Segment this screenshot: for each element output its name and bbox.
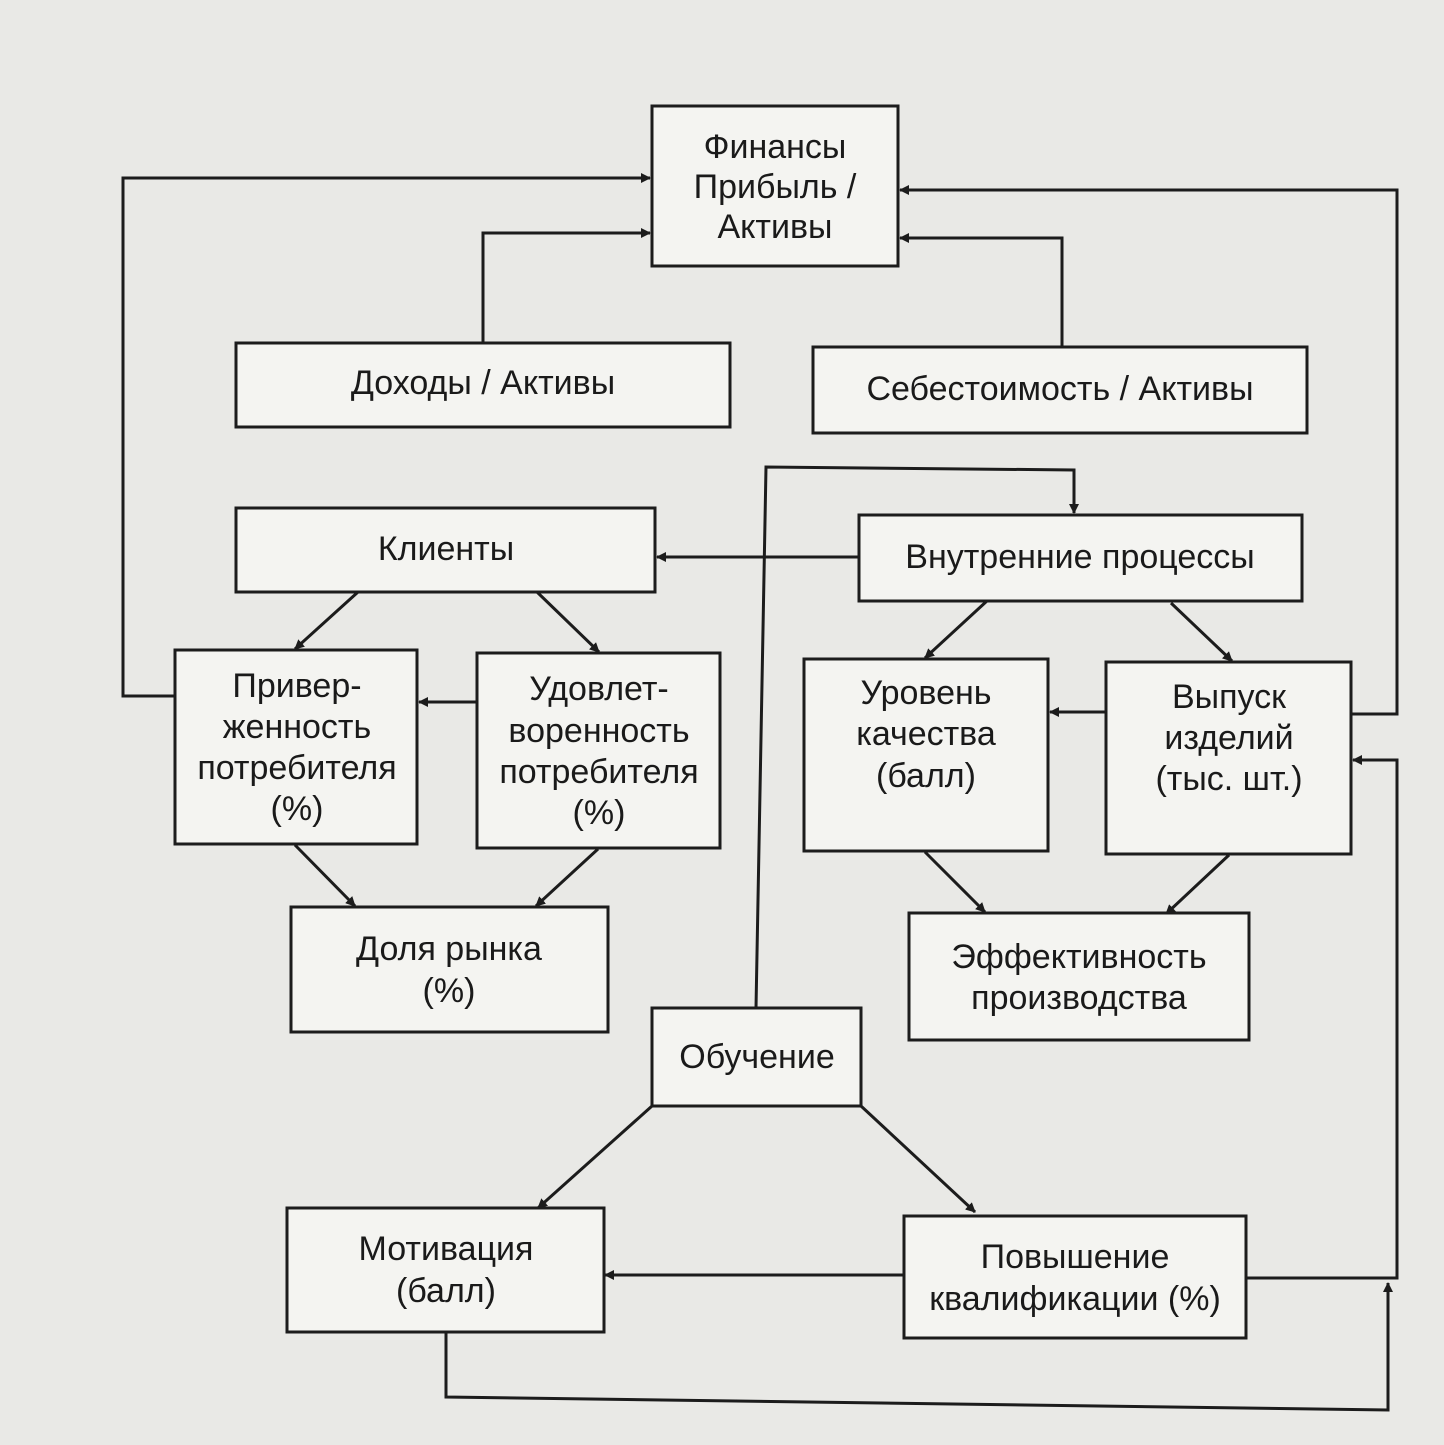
node-loyalty-line-1: Привер- [232, 667, 361, 705]
node-cost-line-1: Себестоимость / Активы [866, 370, 1253, 408]
node-efficiency: Эффективность производства [907, 911, 1251, 1042]
node-clients-box [234, 506, 657, 594]
node-share-line-2: (%) [423, 972, 476, 1010]
edge-learning-internal [754, 465, 1079, 1009]
node-satisfaction-line-2: воренность [508, 712, 689, 750]
edge-quality-efficiency [923, 850, 987, 914]
edge-clients-loyalty [293, 590, 360, 651]
node-finance: Финансы Прибыль / Активы [650, 104, 900, 268]
node-loyalty: Привер- женность потребителя (%) [173, 648, 419, 846]
node-qualification-line-2: квалификации (%) [929, 1280, 1221, 1318]
edge-learning-qualification [859, 1104, 977, 1214]
node-clients: Клиенты [234, 506, 657, 594]
node-cost-box [811, 345, 1309, 435]
node-efficiency-box [907, 911, 1251, 1042]
node-satisfaction-line-3: потребителя [499, 753, 698, 791]
node-income: Доходы / Активы [234, 341, 732, 429]
node-satisfaction-line-4: (%) [573, 794, 626, 832]
edge-qualification-output [1247, 755, 1399, 1280]
node-loyalty-box [173, 648, 419, 846]
nodes: Финансы Прибыль / Активы Доходы / Активы… [173, 104, 1353, 1340]
edges [121, 173, 1399, 1412]
edge-loyalty-finance [121, 173, 651, 698]
edge-loyalty-share [293, 843, 357, 908]
node-finance-line-2: Прибыль / [694, 168, 857, 206]
node-quality-line-3: (балл) [876, 757, 976, 795]
node-qualification-line-1: Повышение [981, 1238, 1170, 1276]
edge-internal-output [1169, 601, 1234, 663]
node-efficiency-line-2: производства [971, 979, 1187, 1017]
node-motivation: Мотивация (балл) [285, 1206, 606, 1334]
edge-motivation-output [444, 1282, 1393, 1412]
node-loyalty-line-2: женность [223, 708, 371, 746]
node-internal-box [857, 513, 1304, 603]
node-satisfaction: Удовлет- воренность потребителя (%) [475, 651, 722, 850]
node-loyalty-line-3: потребителя [197, 749, 396, 787]
node-quality-line-1: Уровень [861, 674, 992, 712]
node-output-line-1: Выпуск [1172, 678, 1287, 716]
node-learning-line-1: Обучение [679, 1038, 834, 1076]
edge-output-efficiency [1164, 853, 1231, 916]
edge-satisfaction-share [534, 847, 600, 908]
node-learning-box [650, 1006, 863, 1108]
node-quality: Уровень качества (балл) [802, 657, 1050, 853]
node-learning: Обучение [650, 1006, 863, 1108]
edge-clients-satisfaction [535, 590, 601, 654]
edge-internal-quality [923, 598, 990, 660]
edge-learning-motivation [536, 1104, 654, 1210]
node-income-line-1: Доходы / Активы [351, 364, 615, 402]
node-share-box [289, 905, 610, 1034]
node-internal: Внутренние процессы [857, 513, 1304, 603]
node-output-line-2: изделий [1164, 719, 1293, 757]
node-cost: Себестоимость / Активы [811, 345, 1309, 435]
node-quality-box [802, 657, 1050, 853]
node-motivation-line-1: Мотивация [359, 1230, 534, 1268]
node-output-box [1104, 660, 1353, 856]
edge-income-finance [481, 228, 651, 343]
node-clients-line-1: Клиенты [378, 530, 514, 568]
node-income-box [234, 341, 732, 429]
node-finance-line-3: Активы [718, 208, 833, 246]
node-output-line-3: (тыс. шт.) [1155, 760, 1302, 798]
edge-output-finance [899, 185, 1399, 716]
node-internal-line-1: Внутренние процессы [905, 538, 1254, 576]
node-finance-box [650, 104, 900, 268]
node-qualification-box [902, 1214, 1248, 1340]
node-efficiency-line-1: Эффективность [951, 938, 1206, 976]
node-quality-line-2: качества [856, 715, 996, 753]
node-share-line-1: Доля рынка [356, 930, 542, 968]
node-motivation-box [285, 1206, 606, 1334]
node-satisfaction-box [475, 651, 722, 850]
node-qualification: Повышение квалификации (%) [902, 1214, 1248, 1340]
node-satisfaction-line-1: Удовлет- [529, 670, 669, 708]
node-share: Доля рынка (%) [289, 905, 610, 1034]
node-finance-line-1: Финансы [704, 128, 847, 166]
node-motivation-line-2: (балл) [396, 1272, 496, 1310]
edge-cost-finance [899, 233, 1064, 348]
node-output: Выпуск изделий (тыс. шт.) [1104, 660, 1353, 856]
node-loyalty-line-4: (%) [271, 790, 324, 828]
